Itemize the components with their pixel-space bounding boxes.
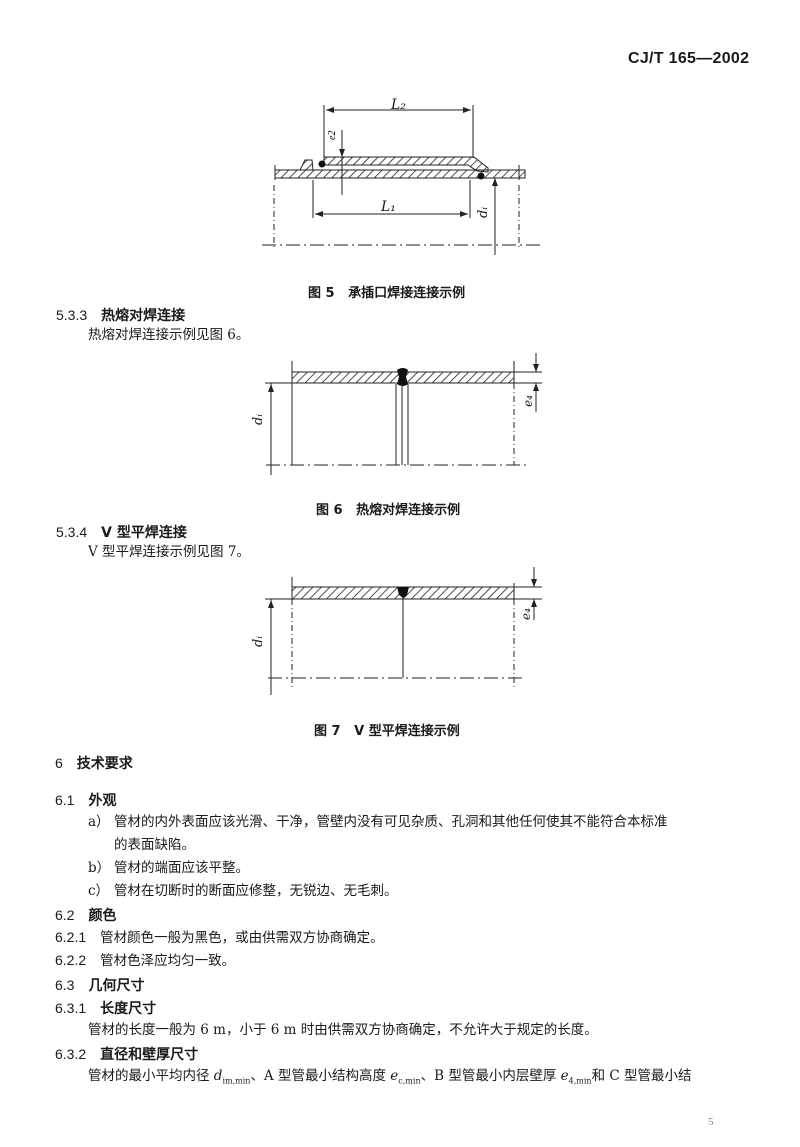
figure-5-caption: 图 5 承插口焊接连接示例 — [308, 286, 466, 301]
figure-7-caption: 图 7 V 型平焊连接示例 — [314, 724, 460, 739]
list-item-c: c）管材在切断时的断面应修整，无锐边、无毛刺。 — [88, 883, 398, 899]
label-L1: L₁ — [381, 199, 396, 215]
section-5-3-4-body: V 型平焊连接示例见图 7。 — [88, 544, 250, 560]
label-e4-fig6: e₄ — [520, 395, 535, 407]
page-number: 5 — [708, 1116, 714, 1128]
section-6-3-1-body: 管材的长度一般为 6 m，小于 6 m 时由供需双方协商确定，不允许大于规定的长… — [88, 1022, 598, 1038]
list-item-b: b）管材的端面应该平整。 — [88, 860, 249, 876]
label-e4-fig7: e₄ — [518, 608, 533, 620]
standard-code: CJ/T 165—2002 — [628, 50, 750, 67]
figure-6-caption: 图 6 热熔对焊连接示例 — [316, 503, 461, 518]
list-item-a: a）管材的内外表面应该光滑、干净，管壁内没有可见杂质、孔洞和其他任何使其不能符合… — [88, 814, 668, 830]
list-item-a-cont: 的表面缺陷。 — [114, 837, 195, 853]
label-di-fig6: dᵢ — [250, 414, 266, 425]
label-di: dᵢ — [475, 207, 491, 218]
label-di-fig7: dᵢ — [250, 636, 266, 647]
label-e2: e2 — [327, 131, 338, 140]
section-5-3-3-body: 热熔对焊连接示例见图 6。 — [88, 327, 250, 343]
label-L2: L₂ — [391, 97, 406, 113]
section-6-3-2-body: 管材的最小平均内径 dim,min、A 型管最小结构高度 ec,min、B 型管… — [88, 1068, 692, 1086]
